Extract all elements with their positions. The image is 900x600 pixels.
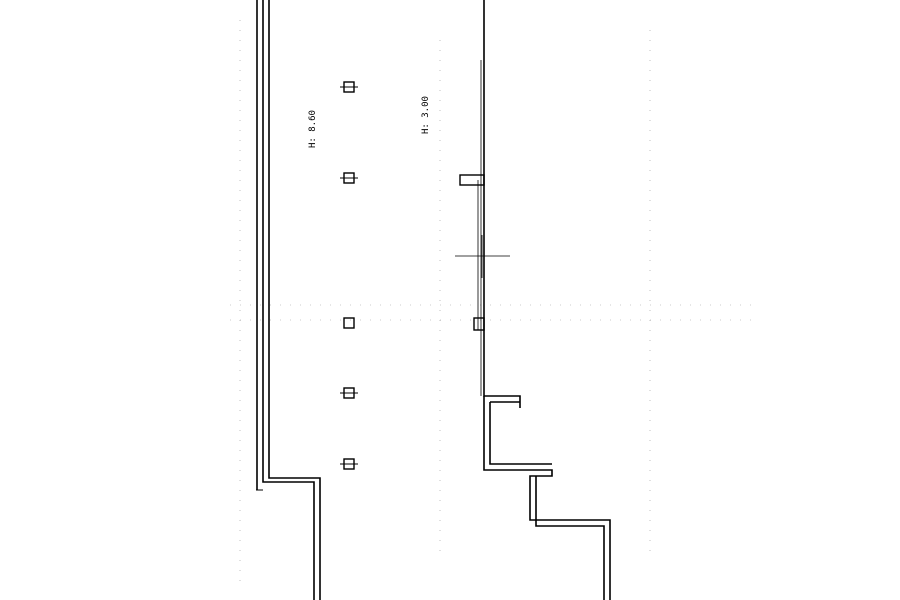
section-axis-marker	[455, 235, 510, 278]
column-5	[340, 458, 358, 470]
column-1	[340, 81, 358, 93]
window-glazing	[459, 60, 485, 396]
height-label-main-room: H: 8.60	[308, 110, 318, 148]
column-2	[340, 172, 358, 184]
window-mullion	[473, 317, 485, 331]
column-3	[343, 317, 355, 329]
left-exterior-wall	[256, 0, 321, 600]
structural-columns	[340, 81, 358, 470]
construction-guides	[230, 20, 760, 590]
right-exterior-wall	[483, 0, 611, 600]
column-4	[340, 387, 358, 399]
height-label-side-room: H: 3.00	[421, 96, 431, 134]
window-mullion	[459, 174, 485, 186]
